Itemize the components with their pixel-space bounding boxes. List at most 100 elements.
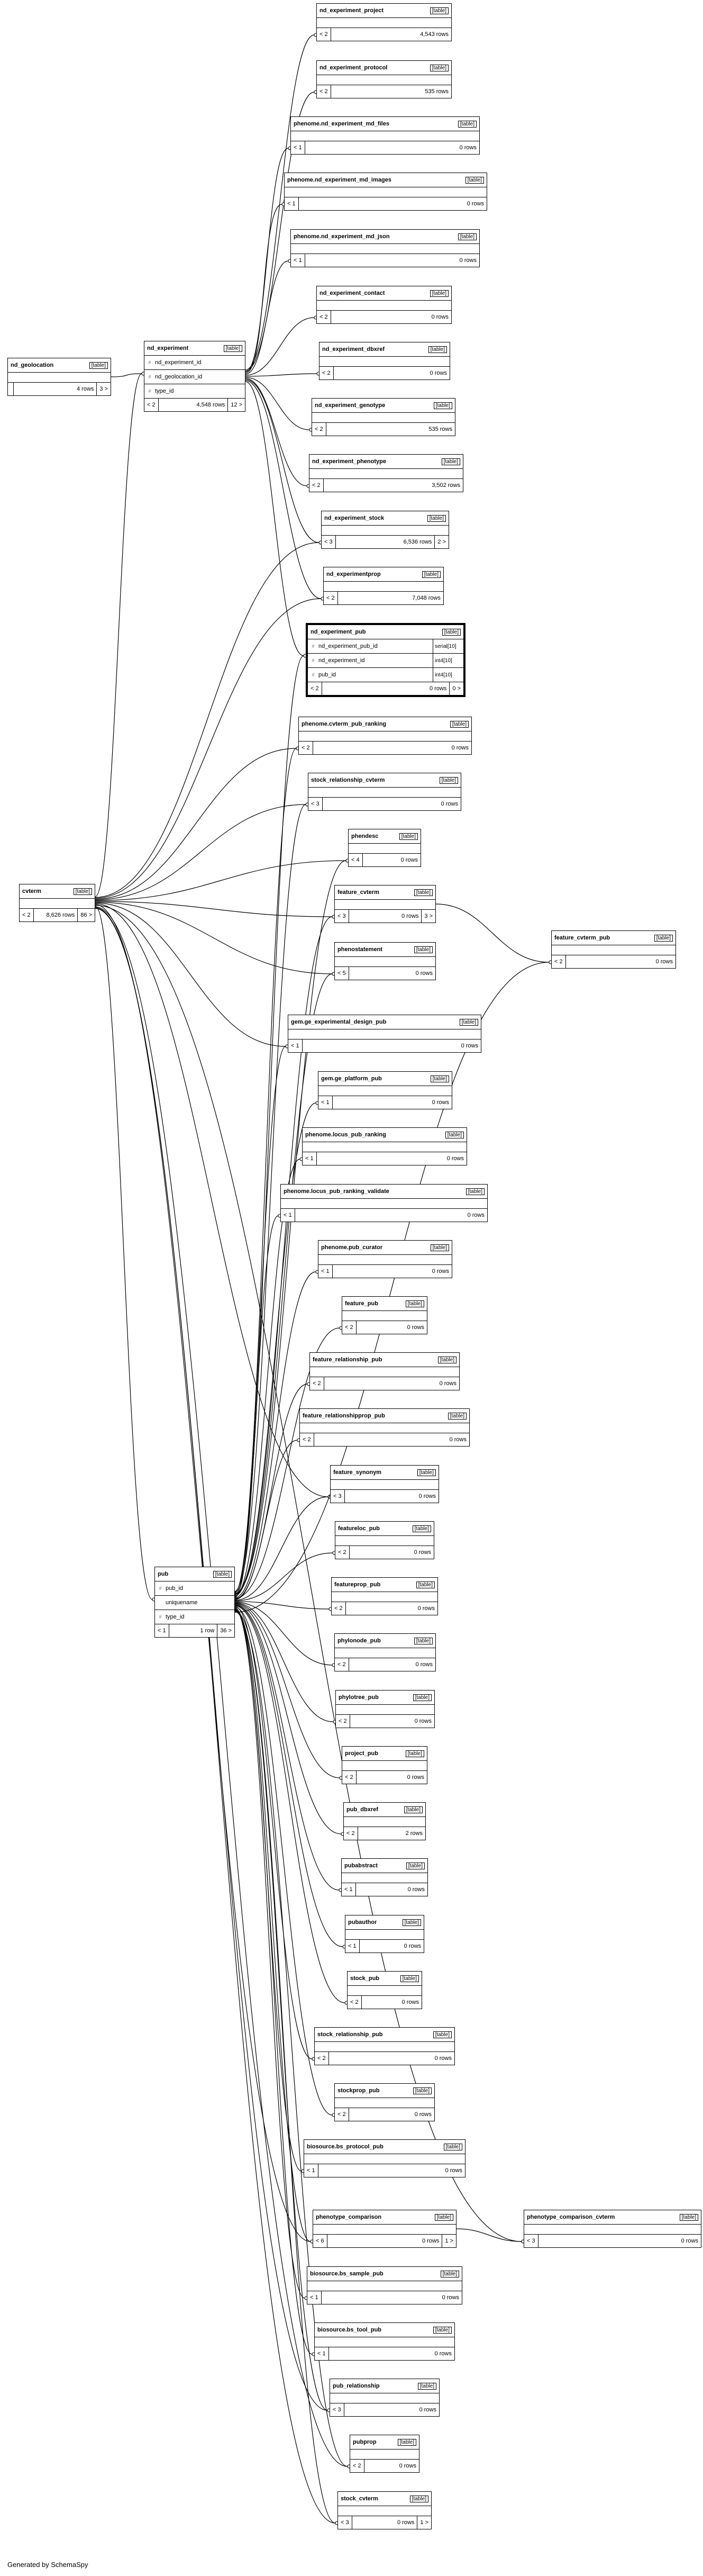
table-name[interactable]: feature_relationshipprop_pub bbox=[303, 1413, 385, 1419]
table-name[interactable]: nd_experiment_dbxref bbox=[322, 346, 385, 352]
table-name[interactable]: pub_relationship bbox=[333, 2383, 380, 2389]
column-row[interactable]: #type_id bbox=[144, 384, 245, 399]
table-name[interactable]: stock_relationship_cvterm bbox=[311, 777, 385, 783]
parent-count[interactable]: < 2 bbox=[317, 28, 331, 41]
child-count[interactable]: 12 > bbox=[227, 399, 245, 411]
parent-count[interactable]: < 2 bbox=[336, 1715, 350, 1728]
parent-count[interactable]: < 2 bbox=[344, 1827, 358, 1840]
parent-count[interactable]: < 2 bbox=[308, 682, 322, 695]
table-name[interactable]: nd_experiment bbox=[147, 345, 189, 351]
parent-count[interactable]: < 2 bbox=[342, 1771, 357, 1784]
table-name[interactable]: feature_cvterm bbox=[337, 889, 379, 896]
parent-count[interactable]: < 3 bbox=[330, 2403, 344, 2416]
parent-count[interactable]: < 2 bbox=[144, 399, 159, 411]
table-name[interactable]: nd_experiment_genotype bbox=[315, 402, 386, 409]
parent-count[interactable]: < 2 bbox=[317, 85, 331, 98]
table-name[interactable]: nd_experiment_stock bbox=[324, 515, 385, 521]
child-count[interactable]: 86 > bbox=[77, 909, 95, 921]
table-name[interactable]: phenotype_comparison bbox=[316, 2214, 382, 2220]
table-phenome-nd-experiment-md-files[interactable]: phenome.nd_experiment_md_files[table]< 1… bbox=[290, 116, 480, 155]
table-name[interactable]: phendesc bbox=[351, 833, 379, 839]
table-name[interactable]: feature_cvterm_pub bbox=[554, 935, 610, 941]
column-row[interactable]: #type_id bbox=[155, 1610, 234, 1624]
table-name[interactable]: phenome.cvterm_pub_ranking bbox=[302, 721, 387, 727]
parent-count[interactable]: < 1 bbox=[307, 2291, 322, 2304]
table-nd-experiment[interactable]: nd_experiment[table]#nd_experiment_id#nd… bbox=[144, 341, 245, 412]
table-name[interactable]: phylotree_pub bbox=[339, 1694, 379, 1701]
table-name[interactable]: project_pub bbox=[345, 1750, 378, 1757]
parent-count[interactable]: < 5 bbox=[335, 967, 349, 980]
child-count[interactable]: 0 > bbox=[449, 682, 463, 695]
parent-count[interactable]: < 1 bbox=[291, 141, 305, 154]
column-row[interactable]: uniquename bbox=[155, 1596, 234, 1610]
parent-count[interactable]: < 2 bbox=[317, 311, 331, 323]
child-count[interactable]: 1 > bbox=[442, 2235, 456, 2247]
parent-count[interactable]: < 2 bbox=[309, 479, 324, 492]
table-name[interactable]: pub bbox=[158, 1571, 169, 1577]
parent-count[interactable] bbox=[8, 383, 14, 395]
parent-count[interactable]: < 3 bbox=[335, 910, 349, 923]
table-name[interactable]: phenome.locus_pub_ranking_validate bbox=[284, 1188, 389, 1195]
parent-count[interactable]: < 2 bbox=[319, 367, 334, 379]
parent-count[interactable]: < 1 bbox=[303, 1152, 317, 1165]
parent-count[interactable]: < 2 bbox=[350, 2460, 364, 2472]
parent-count[interactable]: < 1 bbox=[288, 1040, 303, 1052]
table-name[interactable]: stock_relationship_pub bbox=[317, 2031, 383, 2038]
parent-count[interactable]: < 2 bbox=[299, 742, 313, 754]
parent-count[interactable]: < 2 bbox=[332, 1602, 346, 1615]
table-phenome-nd-experiment-md-images[interactable]: phenome.nd_experiment_md_images[table]< … bbox=[284, 173, 487, 211]
table-name[interactable]: phenome.locus_pub_ranking bbox=[305, 1132, 386, 1138]
table-name[interactable]: stock_cvterm bbox=[341, 2496, 378, 2502]
table-name[interactable]: nd_experiment_project bbox=[319, 7, 384, 14]
parent-count[interactable]: < 1 bbox=[155, 1624, 169, 1637]
table-name[interactable]: stock_pub bbox=[350, 1975, 380, 1982]
table-name[interactable]: phenostatement bbox=[337, 946, 382, 953]
parent-count[interactable]: < 4 bbox=[349, 854, 363, 866]
child-count[interactable]: 3 > bbox=[96, 383, 111, 395]
parent-count[interactable]: < 2 bbox=[552, 955, 566, 968]
table-name[interactable]: gem.ge_experimental_design_pub bbox=[291, 1019, 387, 1025]
parent-count[interactable]: < 2 bbox=[335, 1546, 350, 1559]
parent-count[interactable]: < 1 bbox=[291, 254, 305, 267]
table-name[interactable]: phylonode_pub bbox=[337, 1638, 381, 1644]
parent-count[interactable]: < 2 bbox=[348, 1996, 362, 2009]
parent-count[interactable]: < 1 bbox=[304, 2164, 318, 2177]
table-name[interactable]: biosource.bs_protocol_pub bbox=[307, 2144, 384, 2150]
parent-count[interactable]: < 2 bbox=[20, 909, 34, 921]
parent-count[interactable]: < 1 bbox=[318, 1265, 333, 1278]
parent-count[interactable]: < 2 bbox=[335, 2108, 349, 2121]
parent-count[interactable]: < 2 bbox=[342, 1321, 357, 1334]
table-name[interactable]: pubabstract bbox=[344, 1863, 378, 1869]
table-name[interactable]: phenome.nd_experiment_md_images bbox=[287, 177, 391, 183]
table-name[interactable]: phenome.nd_experiment_md_files bbox=[294, 121, 389, 127]
parent-count[interactable]: < 2 bbox=[310, 1377, 324, 1390]
parent-count[interactable]: < 1 bbox=[281, 1209, 295, 1222]
parent-count[interactable]: < 1 bbox=[345, 1940, 360, 1953]
table-name[interactable]: phenome.pub_curator bbox=[321, 1244, 383, 1251]
table-name[interactable]: phenotype_comparison_cvterm bbox=[527, 2214, 615, 2220]
child-count[interactable]: 1 > bbox=[417, 2516, 431, 2529]
